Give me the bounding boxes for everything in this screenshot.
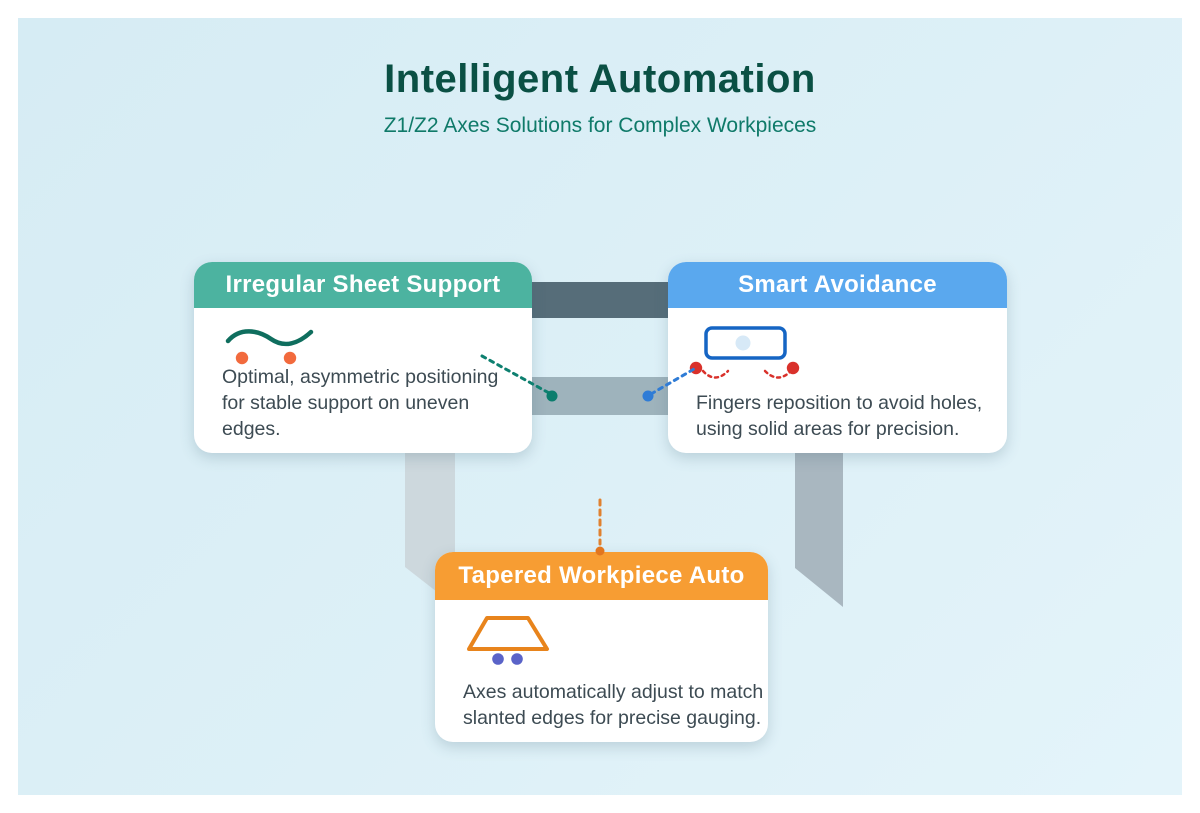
card2-desc-line2: using solid areas for precision. [696,418,960,440]
hole-icon [735,335,751,351]
page-title: Intelligent Automation [384,57,816,101]
page-subtitle: Z1/Z2 Axes Solutions for Complex Workpie… [383,114,817,137]
gauge-dot-right-icon [511,653,523,665]
card1-desc-line1: Optimal, asymmetric positioning [222,366,499,388]
card3-desc-line1: Axes automatically adjust to match [463,681,764,703]
card3-header: Tapered Workpiece Auto [435,552,768,600]
avoidance-icon [689,326,800,379]
card2-description: Fingers reposition to avoid holes, using… [696,390,982,442]
card2-header: Smart Avoidance [668,262,1007,308]
card3-desc-line2: slanted edges for precise gauging. [463,707,762,729]
card2-title: Smart Avoidance [738,271,937,298]
card1-title: Irregular Sheet Support [225,271,501,298]
finger-avoidance-arc-right-icon [763,369,793,379]
card2-desc-line1: Fingers reposition to avoid holes, [696,392,983,414]
trapezoid-icon [467,616,549,651]
card-tapered-workpiece-auto: Tapered Workpiece Auto Axes automaticall… [435,552,768,742]
sheet-edge-curve-icon [225,329,314,347]
tapered-workpiece-icon [467,616,549,665]
card1-desc-line2: for stable support on uneven edges. [222,392,470,440]
card-smart-avoidance: Smart Avoidance Fingers reposition to av… [668,262,1007,453]
card-irregular-sheet-support: Irregular Sheet Support Optimal, asymmet… [194,262,532,453]
card1-description: Optimal, asymmetric positioning for stab… [222,364,532,442]
support-pin-right-icon [283,351,297,365]
uneven-sheet-icon [225,329,314,365]
finger-dot-left-icon [689,361,703,375]
card3-title: Tapered Workpiece Auto [458,562,745,589]
gauge-dot-left-icon [492,653,504,665]
finger-avoidance-arc-left-icon [701,369,730,379]
support-pin-left-icon [235,351,249,365]
card3-description: Axes automatically adjust to match slant… [463,679,763,731]
finger-dot-right-icon [786,361,800,375]
card1-header: Irregular Sheet Support [194,262,532,308]
